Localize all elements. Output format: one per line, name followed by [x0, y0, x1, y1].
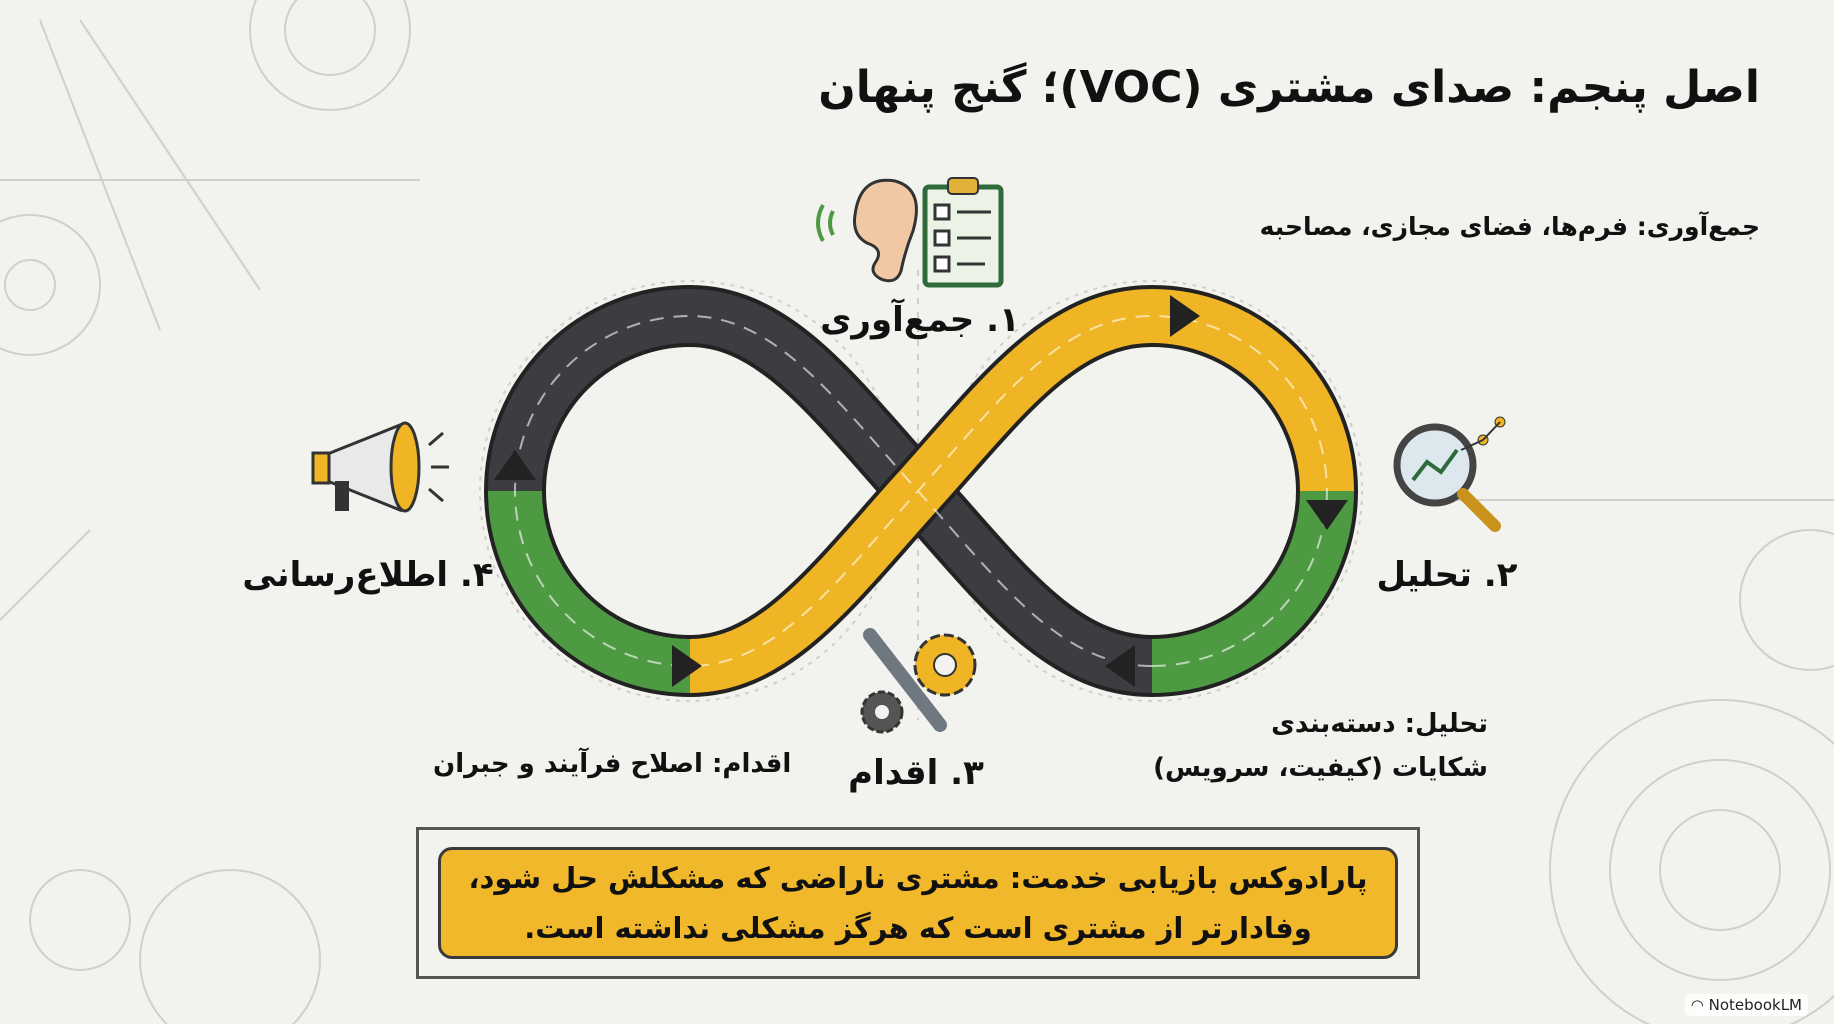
gear-sketch-icon: [249, 0, 411, 111]
wrench-gear-icon: [860, 628, 977, 734]
analysis-note-line2: شکایات (کیفیت، سرویس): [1153, 753, 1488, 783]
notebooklm-watermark: ◠ NotebookLM: [1684, 994, 1808, 1016]
arrow-head-icon: [672, 645, 702, 687]
action-note: اقدام: اصلاح فرآیند و جبران: [433, 749, 792, 779]
page-title: اصل پنجم: صدای مشتری (VOC)؛ گنج پنهان: [818, 62, 1760, 113]
analysis-note: تحلیل: دسته‌بندی شکایات (کیفیت، سرویس): [1153, 702, 1488, 790]
step-action-label: ۳. اقدام: [848, 753, 984, 793]
gear-sketch-icon: [0, 214, 101, 356]
brand-logo-icon: ◠: [1690, 996, 1709, 1014]
arrow-head-icon: [1105, 645, 1135, 687]
banner-frame: [416, 827, 1420, 979]
compass-sketch-icon: [39, 19, 161, 331]
brand-label: NotebookLM: [1708, 996, 1802, 1014]
step-collection-label: ۱. جمع‌آوری: [820, 300, 1020, 340]
arrow-head-icon: [1306, 500, 1348, 530]
step-analysis-label: ۲. تحلیل: [1376, 555, 1518, 595]
arrow-head-icon: [494, 450, 536, 480]
collection-subtitle: جمع‌آوری: فرم‌ها، فضای مجازی، مصاحبه: [1259, 212, 1760, 241]
loop-segment-green-right: [1151, 490, 1354, 693]
loop-segment-green-left: [488, 490, 691, 693]
analysis-note-line1: تحلیل: دسته‌بندی: [1271, 709, 1488, 739]
banner-line2: وفادارتر از مشتری است که هرگز مشکلی نداش…: [524, 911, 1312, 945]
service-recovery-paradox-banner: پارادوکس بازیابی خدمت: مشتری ناراضی که م…: [416, 827, 1420, 979]
arrow-head-icon: [1170, 295, 1200, 337]
ear-clipboard-icon: [816, 177, 1004, 288]
step-communication-label: ۴. اطلاع‌رسانی: [242, 555, 494, 595]
magnifier-chart-icon: [1393, 416, 1506, 532]
gear-sketch-icon: [1549, 699, 1834, 1024]
banner-line1: پارادوکس بازیابی خدمت: مشتری ناراضی که م…: [468, 861, 1368, 895]
megaphone-icon: [311, 421, 449, 513]
